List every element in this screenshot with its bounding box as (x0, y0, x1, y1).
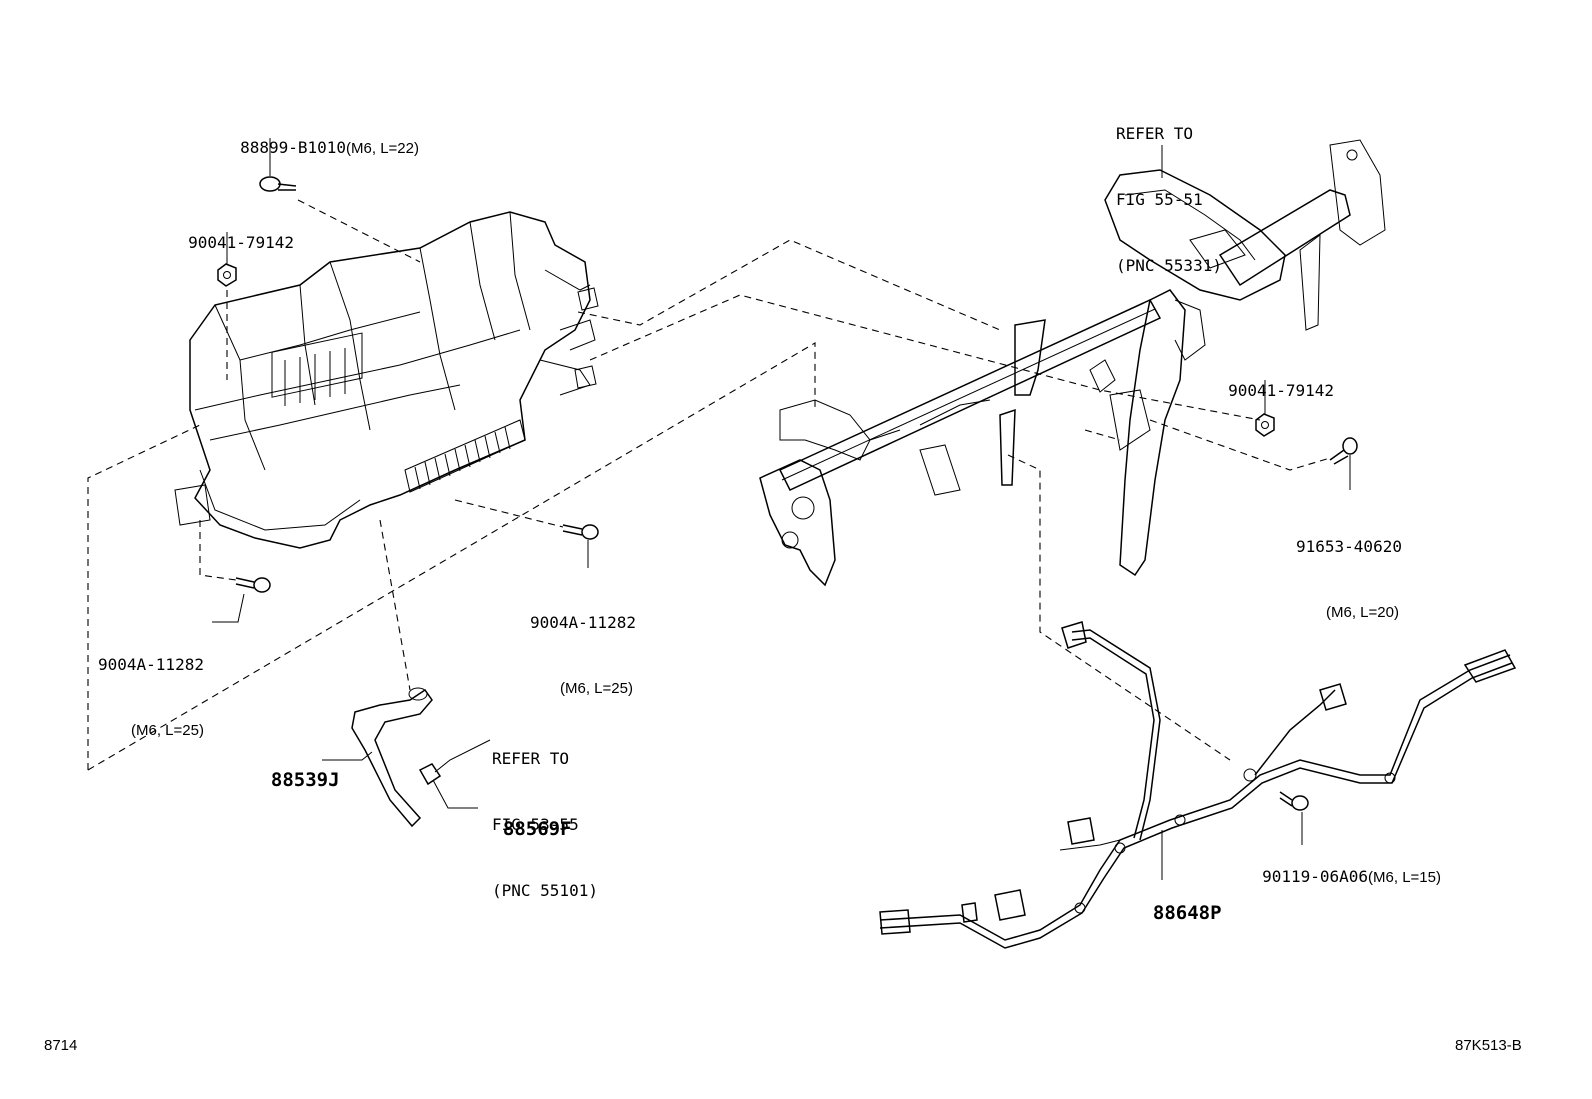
refer-line-2: FIG 53-55 (492, 815, 579, 834)
footer-right-code: 87K513-B (1455, 1037, 1522, 1054)
part-spec: (M6, L=15) (1368, 869, 1441, 886)
part-number: 88648P (1152, 902, 1222, 924)
part-number: 9004A-11282 (98, 655, 204, 674)
refer-line-3: (PNC 55331) (1116, 256, 1222, 275)
part-number: 9004A-11282 (530, 613, 636, 632)
refer-line-3: (PNC 55101) (492, 881, 598, 900)
part-spec: (M6, L=25) (131, 722, 204, 739)
part-number: 90041-79142 (188, 233, 295, 252)
label-88648p: 88648P (1130, 880, 1222, 924)
label-9004a-11282-center: 9004A-11282 (M6, L=25) (530, 568, 636, 722)
sensor-drawing (351, 687, 442, 828)
refer-line-1: REFER TO (1116, 124, 1194, 143)
part-number: 88569F (502, 818, 572, 840)
heater-unit-drawing (174, 211, 599, 549)
harness-drawing (879, 621, 1517, 949)
label-91653-40620: 91653-40620 (M6, L=20) (1296, 492, 1402, 646)
steering-support-drawing (759, 139, 1386, 587)
part-number: 90041-79142 (1228, 381, 1335, 400)
label-9004a-11282-left: 9004A-11282 (M6, L=25) (98, 610, 204, 764)
dashed-assembly-lines (87, 199, 1331, 771)
label-90041-79142-left: 90041-79142 (170, 210, 294, 254)
part-number: 91653-40620 (1296, 537, 1402, 556)
label-88899-b1010: 88899-B1010(M6, L=22) (222, 115, 419, 160)
refer-line-1: REFER TO (492, 749, 570, 768)
part-spec: (M6, L=25) (560, 680, 633, 697)
refer-line-2: FIG 55-51 (1116, 190, 1203, 209)
label-88539j: 88539J (248, 747, 340, 791)
label-90119-06a06: 90119-06A06(M6, L=15) (1244, 844, 1441, 889)
leader-lines (212, 138, 1351, 880)
fasteners-drawing (217, 176, 1358, 811)
part-spec: (M6, L=20) (1326, 604, 1399, 621)
refer-to-fig-55-51: REFER TO FIG 55-51 (PNC 55331) (1116, 79, 1222, 299)
part-number: 88539J (270, 769, 340, 791)
label-90041-79142-right: 90041-79142 (1210, 358, 1334, 402)
part-spec: (M6, L=22) (346, 140, 419, 157)
part-number: 88899-B1010 (240, 138, 347, 157)
label-88569f: 88569F (480, 796, 572, 840)
footer-left-code: 8714 (44, 1037, 78, 1054)
part-number: 90119-06A06 (1262, 867, 1369, 886)
refer-to-fig-53-55: REFER TO FIG 53-55 (PNC 55101) (492, 704, 598, 924)
